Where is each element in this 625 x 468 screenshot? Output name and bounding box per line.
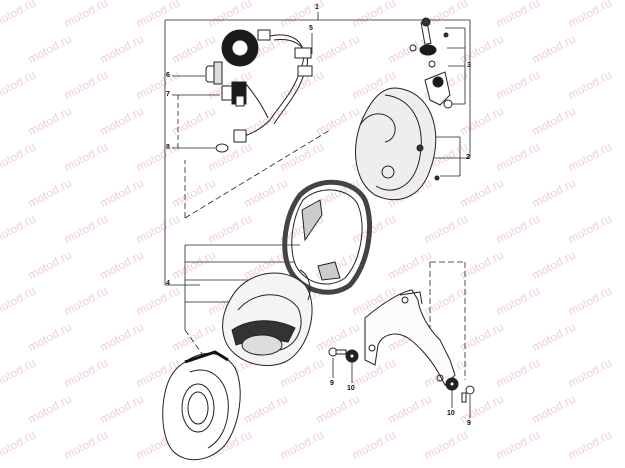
callout-9-right: 9 [467, 420, 471, 427]
callout-4: 4 [166, 280, 170, 287]
reflector [222, 269, 313, 367]
callout-1: 1 [315, 4, 319, 11]
mounting-bracket [364, 289, 456, 386]
connector-plug [257, 29, 271, 41]
callout-10-left: 10 [347, 385, 355, 392]
rubber-grommet-left [345, 349, 359, 363]
rubber-gasket [282, 179, 373, 295]
connector-block [294, 47, 312, 59]
adjuster-screw-set [409, 17, 453, 109]
callout-6: 6 [166, 72, 170, 79]
callout-3: 3 [467, 62, 471, 69]
callout-5: 5 [309, 25, 313, 32]
mounting-screw-right [461, 385, 475, 403]
parking-bulb [215, 129, 247, 153]
front-lens [162, 350, 241, 461]
main-bulb [205, 61, 223, 85]
mounting-screw-left [328, 347, 347, 357]
callout-7: 7 [166, 91, 170, 98]
rubber-grommet-right [445, 377, 459, 391]
callout-9-left: 9 [330, 380, 334, 387]
callout-10-right: 10 [447, 410, 455, 417]
callout-2: 2 [466, 154, 470, 161]
callout-8: 8 [166, 144, 170, 151]
wiring-harness [221, 29, 313, 139]
grommet-hole [231, 39, 249, 57]
headlight-housing [355, 87, 440, 201]
bulb-socket [221, 81, 247, 107]
